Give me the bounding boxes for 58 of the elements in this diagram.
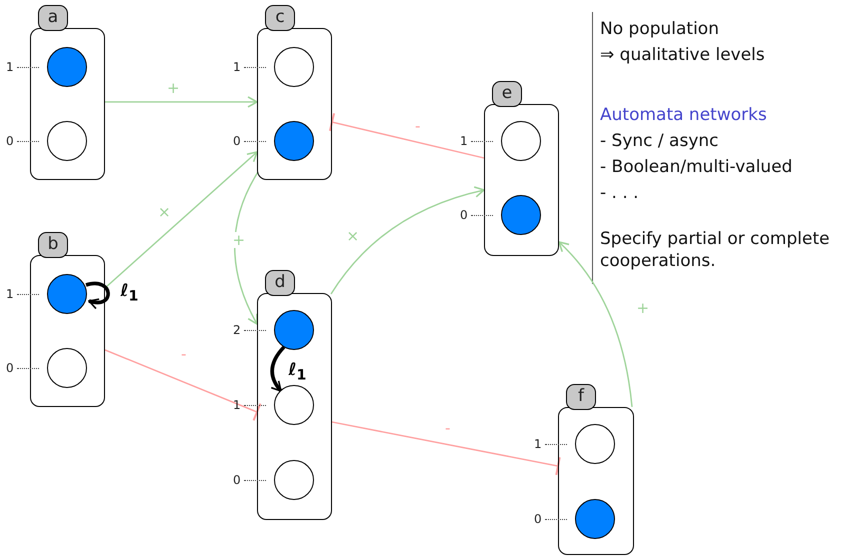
arrow bbox=[105, 96, 258, 108]
state-circle bbox=[274, 121, 314, 161]
state-circle bbox=[47, 121, 87, 161]
note-text: No population bbox=[600, 18, 719, 40]
state-circle bbox=[501, 195, 541, 235]
arrow bbox=[234, 172, 259, 325]
note-text: ⇒ qualitative levels bbox=[600, 44, 765, 66]
level-number: 0 bbox=[534, 511, 567, 527]
level-number: 1 bbox=[233, 397, 266, 413]
state-circle bbox=[47, 274, 87, 314]
level-number: 1 bbox=[460, 133, 493, 149]
state-circle bbox=[274, 47, 314, 87]
automaton-box bbox=[30, 232, 105, 407]
inhibition-line bbox=[104, 349, 262, 422]
level-number: 1 bbox=[6, 59, 39, 75]
automaton-box bbox=[257, 270, 332, 520]
state-circle bbox=[575, 424, 615, 464]
note-text: - . . . bbox=[600, 182, 639, 204]
automaton-label: e bbox=[500, 82, 514, 104]
automaton-label: c bbox=[274, 6, 286, 28]
note-text: - Boolean/multi-valued bbox=[600, 156, 792, 178]
level-number: 0 bbox=[6, 133, 39, 149]
state-circle bbox=[47, 348, 87, 388]
automaton-label: a bbox=[46, 6, 60, 28]
level-number: 0 bbox=[460, 207, 493, 223]
automaton-box bbox=[484, 81, 559, 256]
note-text: - Sync / async bbox=[600, 130, 719, 152]
level-number: 0 bbox=[233, 133, 266, 149]
edge-label: ℓ$_{1}$ bbox=[120, 283, 140, 304]
note-text: Specify partial or complete cooperations. bbox=[600, 228, 831, 272]
state-circle bbox=[501, 121, 541, 161]
automaton-box bbox=[257, 5, 332, 180]
arrow bbox=[86, 282, 110, 309]
state-circle bbox=[274, 460, 314, 500]
automaton-label: b bbox=[46, 233, 60, 255]
level-number: 1 bbox=[534, 436, 567, 452]
state-circle bbox=[47, 47, 87, 87]
note-heading: Automata networks bbox=[600, 104, 767, 126]
automaton-label: d bbox=[274, 271, 286, 293]
state-circle bbox=[274, 385, 314, 425]
arrow bbox=[104, 151, 258, 289]
arrow bbox=[330, 186, 485, 294]
inhibition-line bbox=[332, 421, 561, 476]
automaton-label: f bbox=[577, 385, 586, 407]
edge-label: + bbox=[231, 232, 246, 248]
level-number: 2 bbox=[233, 322, 266, 338]
arrow bbox=[558, 241, 633, 407]
inhibition-line bbox=[328, 112, 484, 159]
arrow bbox=[270, 346, 286, 392]
state-circle bbox=[575, 499, 615, 539]
automaton-box bbox=[30, 5, 105, 180]
level-number: 1 bbox=[6, 286, 39, 302]
level-number: 1 bbox=[233, 59, 266, 75]
state-circle bbox=[274, 310, 314, 350]
automaton-box bbox=[558, 384, 634, 555]
edge-label: ℓ$_{1}$ bbox=[288, 362, 308, 384]
level-number: 0 bbox=[6, 360, 39, 376]
level-number: 0 bbox=[233, 472, 266, 488]
